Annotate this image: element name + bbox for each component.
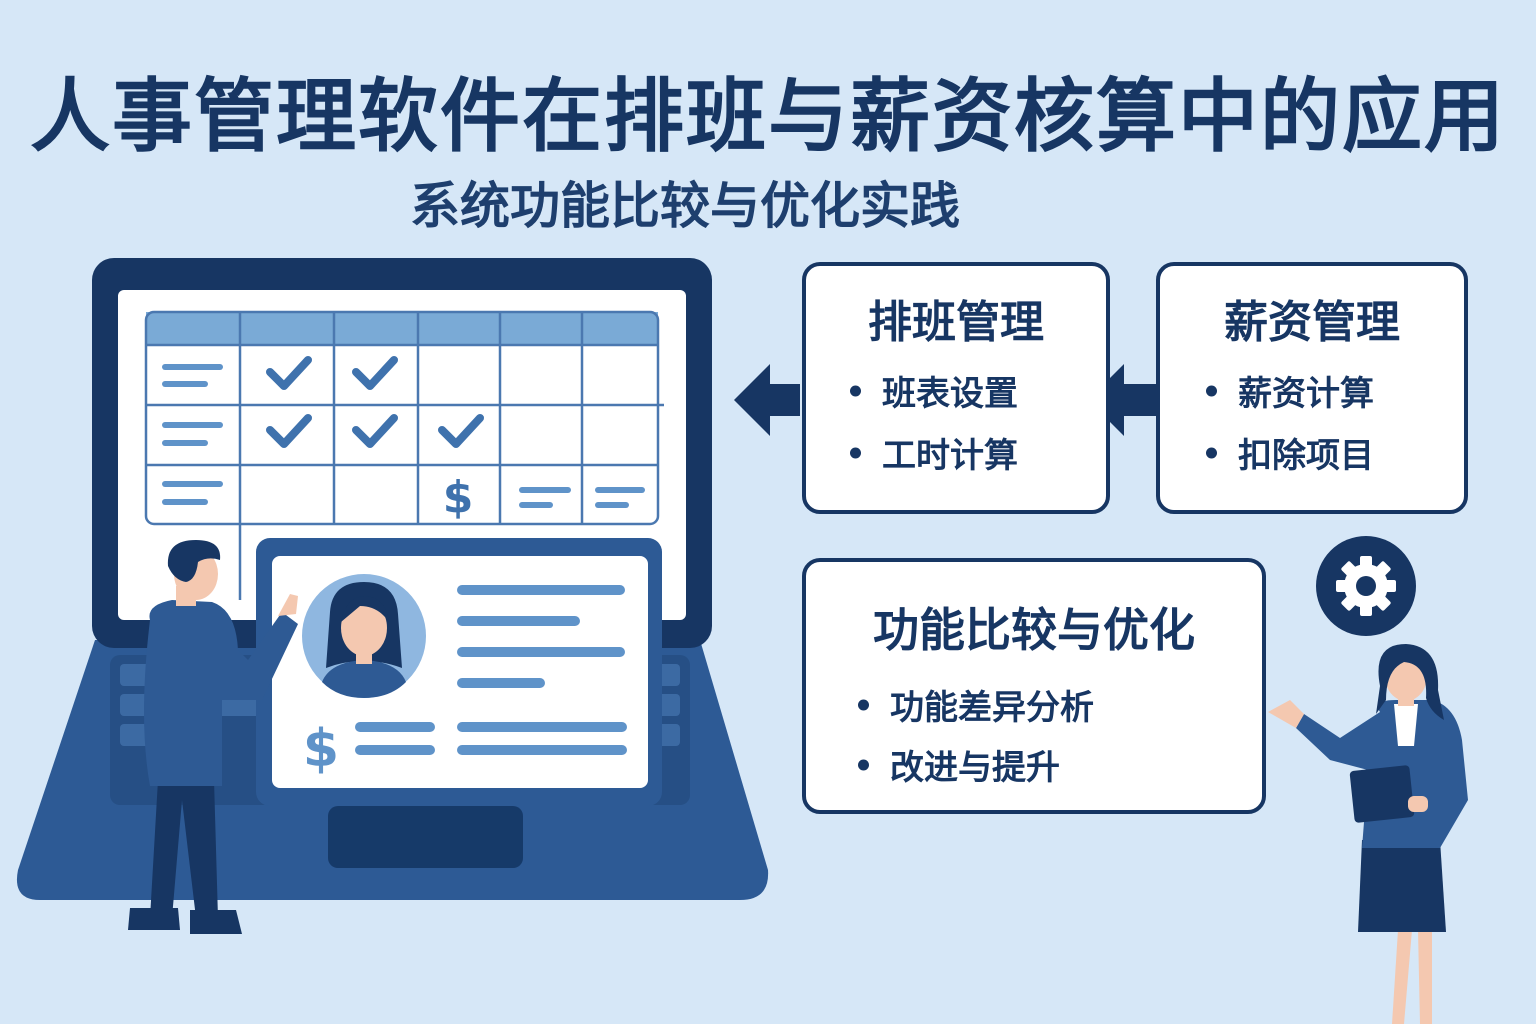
arrow-left-icon — [734, 364, 1158, 436]
optimization-panel: 功能比较与优化 功能差异分析 改进与提升 — [802, 558, 1266, 814]
laptop-screen — [118, 290, 686, 620]
list-item: 改进与提升 — [890, 740, 1060, 789]
list-item: 工时计算 — [882, 428, 1018, 477]
payroll-panel-title: 薪资管理 — [1224, 297, 1400, 348]
list-item: 薪资计算 — [1238, 366, 1374, 415]
list-item: 扣除项目 — [1238, 428, 1374, 477]
checkmark-icon — [266, 356, 484, 448]
laptop-touchpad — [328, 806, 523, 868]
card-currency-symbol: $ — [303, 719, 339, 779]
list-item: 功能差异分析 — [890, 680, 1094, 729]
schedule-grid: $ — [144, 310, 664, 600]
page-title: 人事管理软件在排班与薪资核算中的应用 — [30, 70, 1506, 163]
grid-currency-symbol: $ — [443, 472, 474, 523]
list-item: 班表设置 — [882, 366, 1018, 415]
optimization-panel-title: 功能比较与优化 — [873, 603, 1195, 657]
scheduling-panel: 排班管理 班表设置 工时计算 — [802, 262, 1110, 514]
employee-card: $ — [256, 538, 662, 806]
man-figure — [128, 540, 298, 934]
page-subtitle: 系统功能比较与优化实践 — [410, 177, 960, 235]
scheduling-panel-title: 排班管理 — [868, 297, 1044, 348]
payroll-panel: 薪资管理 薪资计算 扣除项目 — [1156, 262, 1468, 514]
gear-icon — [1316, 536, 1416, 636]
woman-figure — [1268, 644, 1468, 1024]
clipboard — [1349, 765, 1415, 823]
